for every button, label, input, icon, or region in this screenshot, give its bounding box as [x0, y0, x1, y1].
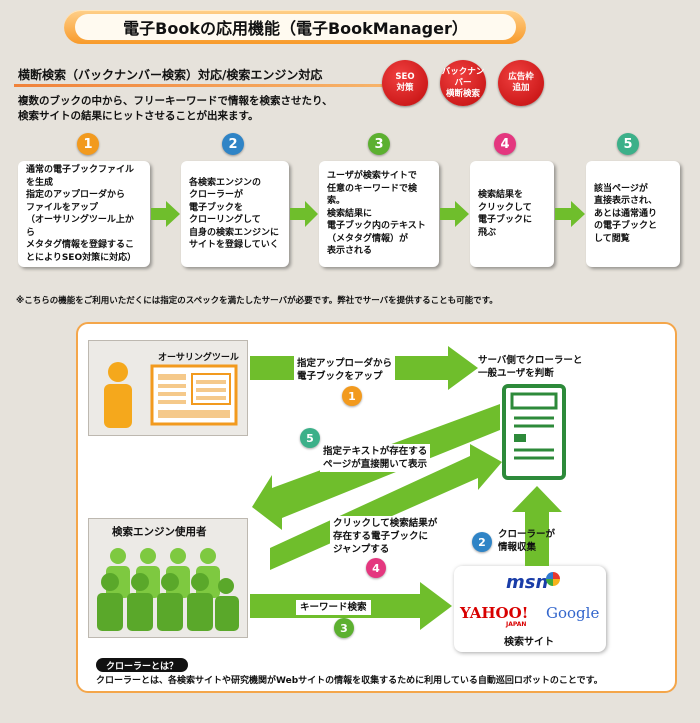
diagram-num-5: 5	[300, 428, 320, 448]
step-3-number: 3	[368, 133, 390, 155]
section-title: 横断検索（バックナンバー検索）対応/検索エンジン対応	[18, 68, 323, 82]
search-user-label: 検索エンジン使用者	[112, 526, 207, 538]
step-4-box: 検索結果を クリックして 電子ブックに 飛ぶ	[470, 161, 554, 267]
step-3-box: ユーザが検索サイトで 任意のキーワードで検索。 検索結果に 電子ブック内のテキス…	[319, 161, 439, 267]
step-arrows	[151, 201, 585, 227]
step-2-box: 各検索エンジンの クローラーが 電子ブックを クローリングして 自身の検索エンジ…	[181, 161, 289, 267]
crawler-tag: クローラーとは？	[96, 658, 188, 672]
diagram-num-1: 1	[342, 386, 362, 406]
step-4-number: 4	[494, 133, 516, 155]
search-site-box	[454, 566, 606, 652]
msn-logo: msn	[506, 572, 549, 593]
badge-backnumber: バックナンバー横断検索	[440, 60, 486, 106]
server-label: サーバ側でクローラーと 一般ユーザを判断	[478, 355, 583, 379]
step-5-box: 該当ページが 直接表示され、 あとは通常通り の電子ブックと して閲覧	[586, 161, 680, 267]
step-2-number: 2	[222, 133, 244, 155]
person-icon	[104, 362, 132, 428]
badge-ad-line2: 追加	[512, 83, 530, 93]
step-5-text: 該当ページが 直接表示され、 あとは通常通り の電子ブックと して閲覧	[594, 183, 658, 244]
intro-line-1: 複数のブックの中から、フリーキーワードで情報を検索させたり、	[18, 95, 333, 107]
arrow-2-crawl	[512, 486, 562, 566]
step-1-box: 通常の電子ブックファイル を生成 指定のアップローダから ファイルをアップ （オ…	[18, 161, 150, 267]
users-illustration	[97, 548, 239, 631]
step-3-text: ユーザが検索サイトで 任意のキーワードで検索。 検索結果に 電子ブック内のテキス…	[327, 171, 426, 257]
authoring-tool-label: オーサリングツール	[158, 353, 239, 363]
step-1-text: 通常の電子ブックファイル を生成 指定のアップローダから ファイルをアップ （オ…	[26, 165, 137, 263]
badge-ad-line1: 広告枠	[508, 72, 534, 82]
arrow-5-label: 指定テキストが存在する ページが直接開いて表示	[320, 444, 431, 472]
arrow-4-label: クリックして検索結果が 存在する電子ブックに ジャンプする	[330, 516, 441, 557]
step-5-number: 5	[617, 133, 639, 155]
step-4-text: 検索結果を クリックして 電子ブックに 飛ぶ	[478, 190, 533, 238]
users-front-icon	[97, 573, 239, 631]
crawler-description: クローラーとは、各検索サイトや研究機関がWebサイトの情報を収集するために利用し…	[96, 676, 603, 686]
badge-seo-line1: SEO	[395, 72, 415, 82]
diagram-num-3: 3	[334, 618, 354, 638]
intro-line-2: 検索サイトの結果にヒットさせることが出来ます。	[18, 110, 259, 122]
google-logo: Google	[546, 604, 600, 622]
diagram-num-4: 4	[366, 558, 386, 578]
authoring-illustration	[104, 362, 238, 428]
step-2-text: 各検索エンジンの クローラーが 電子ブックを クローリングして 自身の検索エンジ…	[189, 177, 280, 251]
arrow-3-label: キーワード検索	[296, 600, 371, 615]
badge-backnumber-line1: バックナンバー	[441, 66, 485, 88]
page-title: 電子Bookの応用機能（電子BookManager）	[75, 14, 516, 40]
screen-icon	[150, 364, 238, 426]
badge-ad: 広告枠追加	[498, 60, 544, 106]
step-arrow-2	[290, 201, 318, 227]
step-arrow-1	[151, 201, 180, 227]
arrow-4-jump	[270, 444, 502, 570]
note-text: ※こちらの機能をご利用いただくには指定のスペックを満たしたサーバが必要です。弊社…	[16, 296, 498, 306]
search-site-label: 検索サイト	[504, 637, 554, 648]
arrow-2-label: クローラーが 情報収集	[498, 529, 556, 553]
step-arrow-4	[555, 201, 585, 227]
intro-text: 複数のブックの中から、フリーキーワードで情報を検索させたり、 検索サイトの結果に…	[18, 94, 378, 124]
badge-backnumber-line2: 横断検索	[445, 88, 480, 99]
yahoo-logo: YAHOO!	[460, 604, 529, 622]
yahoo-japan-sub: JAPAN	[506, 621, 527, 628]
arrow-1-label: 指定アップローダから 電子ブックをアップ	[294, 356, 396, 384]
step-1-number: 1	[77, 133, 99, 155]
msn-butterfly-icon	[546, 572, 560, 586]
server-illustration	[502, 384, 566, 480]
server-icon	[502, 384, 566, 480]
diagram-num-2: 2	[472, 532, 492, 552]
badge-seo-line2: 対策	[396, 83, 414, 93]
section-underline	[14, 84, 390, 87]
step-arrow-3	[440, 201, 469, 227]
